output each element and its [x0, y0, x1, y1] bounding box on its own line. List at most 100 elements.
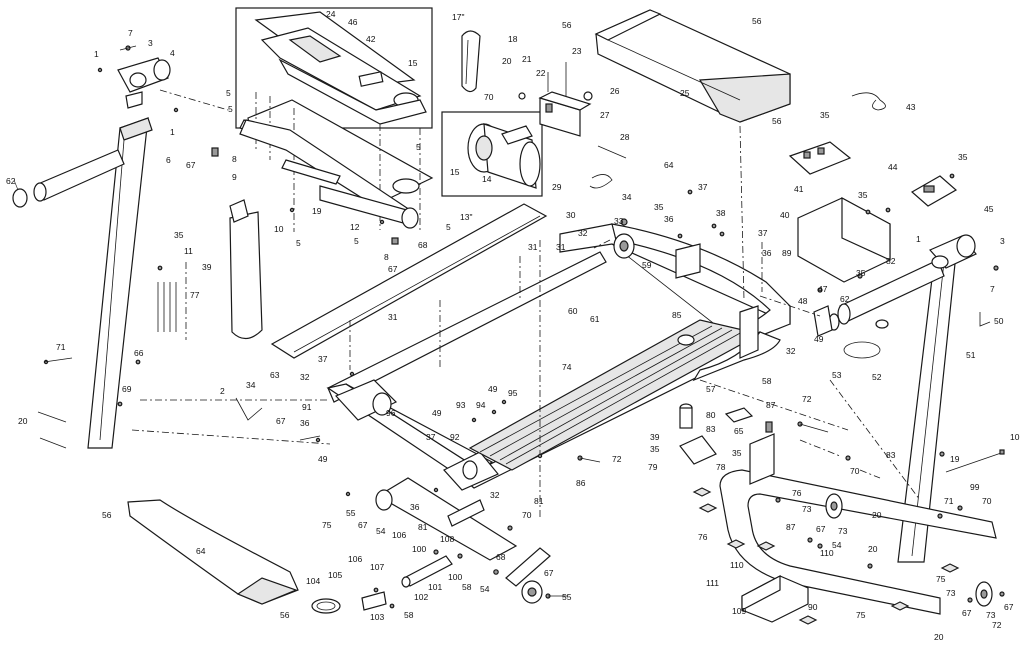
- callout-c138: 75: [322, 520, 332, 530]
- callout-c87: 32: [786, 346, 796, 356]
- callout-c55: 38: [716, 208, 726, 218]
- callout-c25: 17": [452, 12, 464, 22]
- callout-c146: 81: [418, 522, 428, 532]
- callout-c168: 54: [832, 540, 842, 550]
- callout-c19: 5: [446, 222, 451, 232]
- callout-c96: 32: [300, 372, 310, 382]
- callout-c122: 78: [716, 462, 726, 472]
- callout-c22: 24: [326, 9, 336, 19]
- callout-c60: 45: [984, 204, 994, 214]
- console-frame: [211, 119, 419, 245]
- callout-c149: 108: [440, 534, 454, 544]
- hardware-fasteners: [37, 45, 1005, 609]
- callout-c74: 1: [916, 234, 921, 244]
- callout-c88: 51: [966, 350, 976, 360]
- callout-c64: 77: [190, 290, 200, 300]
- callout-c29: 20: [502, 56, 512, 66]
- callout-c162: 100: [448, 572, 462, 582]
- callout-c3: 3: [148, 38, 153, 48]
- callout-c100: 74: [562, 362, 572, 372]
- callout-c46: 35: [820, 110, 830, 120]
- callout-c140: 67: [358, 520, 368, 530]
- callout-c161: 101: [428, 582, 442, 592]
- callout-c141: 36: [410, 502, 420, 512]
- callout-c173: 90: [808, 602, 818, 612]
- callout-c152: 64: [196, 546, 206, 556]
- callout-c123: 35: [732, 448, 742, 458]
- callout-c93: 69: [122, 384, 132, 394]
- callout-c14: 19: [312, 206, 322, 216]
- callout-c70: 89: [782, 248, 792, 258]
- left-upright: [12, 57, 171, 449]
- callout-c30: 21: [522, 54, 532, 64]
- motor-hood: [594, 9, 791, 123]
- callout-c143: 54: [376, 526, 386, 536]
- callout-c148: 100: [412, 544, 426, 554]
- callout-c155: 105: [328, 570, 342, 580]
- callout-c63: 39: [202, 262, 212, 272]
- callout-c144: 32: [490, 490, 500, 500]
- callout-c150: 68: [496, 552, 506, 562]
- deck-parts: [229, 199, 781, 471]
- callout-c177: 73: [946, 588, 956, 598]
- callout-c158: 103: [370, 612, 384, 622]
- callout-c6: 6: [166, 155, 171, 165]
- callout-c154: 104: [306, 576, 320, 586]
- callout-c153: 56: [280, 610, 290, 620]
- callout-c42: 56: [752, 16, 762, 26]
- callout-c20: 8: [384, 252, 389, 262]
- callout-c16: 5: [296, 238, 301, 248]
- callout-c112: 92: [450, 432, 460, 442]
- assembly-lines: [131, 89, 921, 520]
- callout-c172: 109: [732, 606, 746, 616]
- callout-c117: 87: [766, 400, 776, 410]
- callout-c105: 49: [432, 408, 442, 418]
- callout-c90: 52: [872, 372, 882, 382]
- callout-c28: 18: [508, 34, 518, 44]
- callout-c107: 94: [476, 400, 486, 410]
- callout-c71: 82: [886, 256, 896, 266]
- callout-c111: 37: [426, 432, 436, 442]
- callout-c108: 96: [386, 408, 396, 418]
- callout-c145: 70: [522, 510, 532, 520]
- callout-c77: 48: [798, 296, 808, 306]
- callout-c166: 55: [562, 592, 572, 602]
- callout-c8: 5: [226, 88, 231, 98]
- callout-c131: 76: [792, 488, 802, 498]
- callout-c65: 31: [528, 242, 538, 252]
- callout-c53: 33: [614, 216, 624, 226]
- callout-c86: 85: [672, 310, 682, 320]
- callout-c115: 80: [706, 410, 716, 420]
- callout-c9: 5: [228, 104, 233, 114]
- callout-c50: 30: [566, 210, 576, 220]
- callout-c85: 31: [556, 242, 566, 252]
- callout-c179: 73: [986, 610, 996, 620]
- callout-c101: 57: [706, 384, 716, 394]
- callout-c119: 39: [650, 432, 660, 442]
- callout-c5: 1: [170, 127, 175, 137]
- callout-c133: 67: [816, 524, 826, 534]
- callout-c121: 79: [648, 462, 658, 472]
- callout-c156: 106: [348, 554, 362, 564]
- callout-c142: 81: [534, 496, 544, 506]
- callout-c69: 36: [762, 248, 772, 258]
- callout-c51: 34: [622, 192, 632, 202]
- callout-c2: 7: [128, 28, 133, 38]
- base-frame: [679, 403, 1005, 625]
- callout-c41: 56: [562, 20, 572, 30]
- callout-c11: 67: [186, 160, 196, 170]
- callout-c31: 22: [536, 68, 546, 78]
- callout-c33: 70: [484, 92, 494, 102]
- callout-c45: 43: [906, 102, 916, 112]
- callout-c169: 110: [820, 548, 834, 558]
- callout-c99: 34: [246, 380, 256, 390]
- callout-c182: 67: [1004, 602, 1014, 612]
- callout-c176: 75: [936, 574, 946, 584]
- callout-c178: 67: [962, 608, 972, 618]
- callout-c163: 58: [462, 582, 472, 592]
- motor-bracket: [518, 62, 627, 159]
- callout-c21: 67: [388, 264, 398, 274]
- callout-c160: 102: [414, 592, 428, 602]
- callout-c18: 68: [418, 240, 428, 250]
